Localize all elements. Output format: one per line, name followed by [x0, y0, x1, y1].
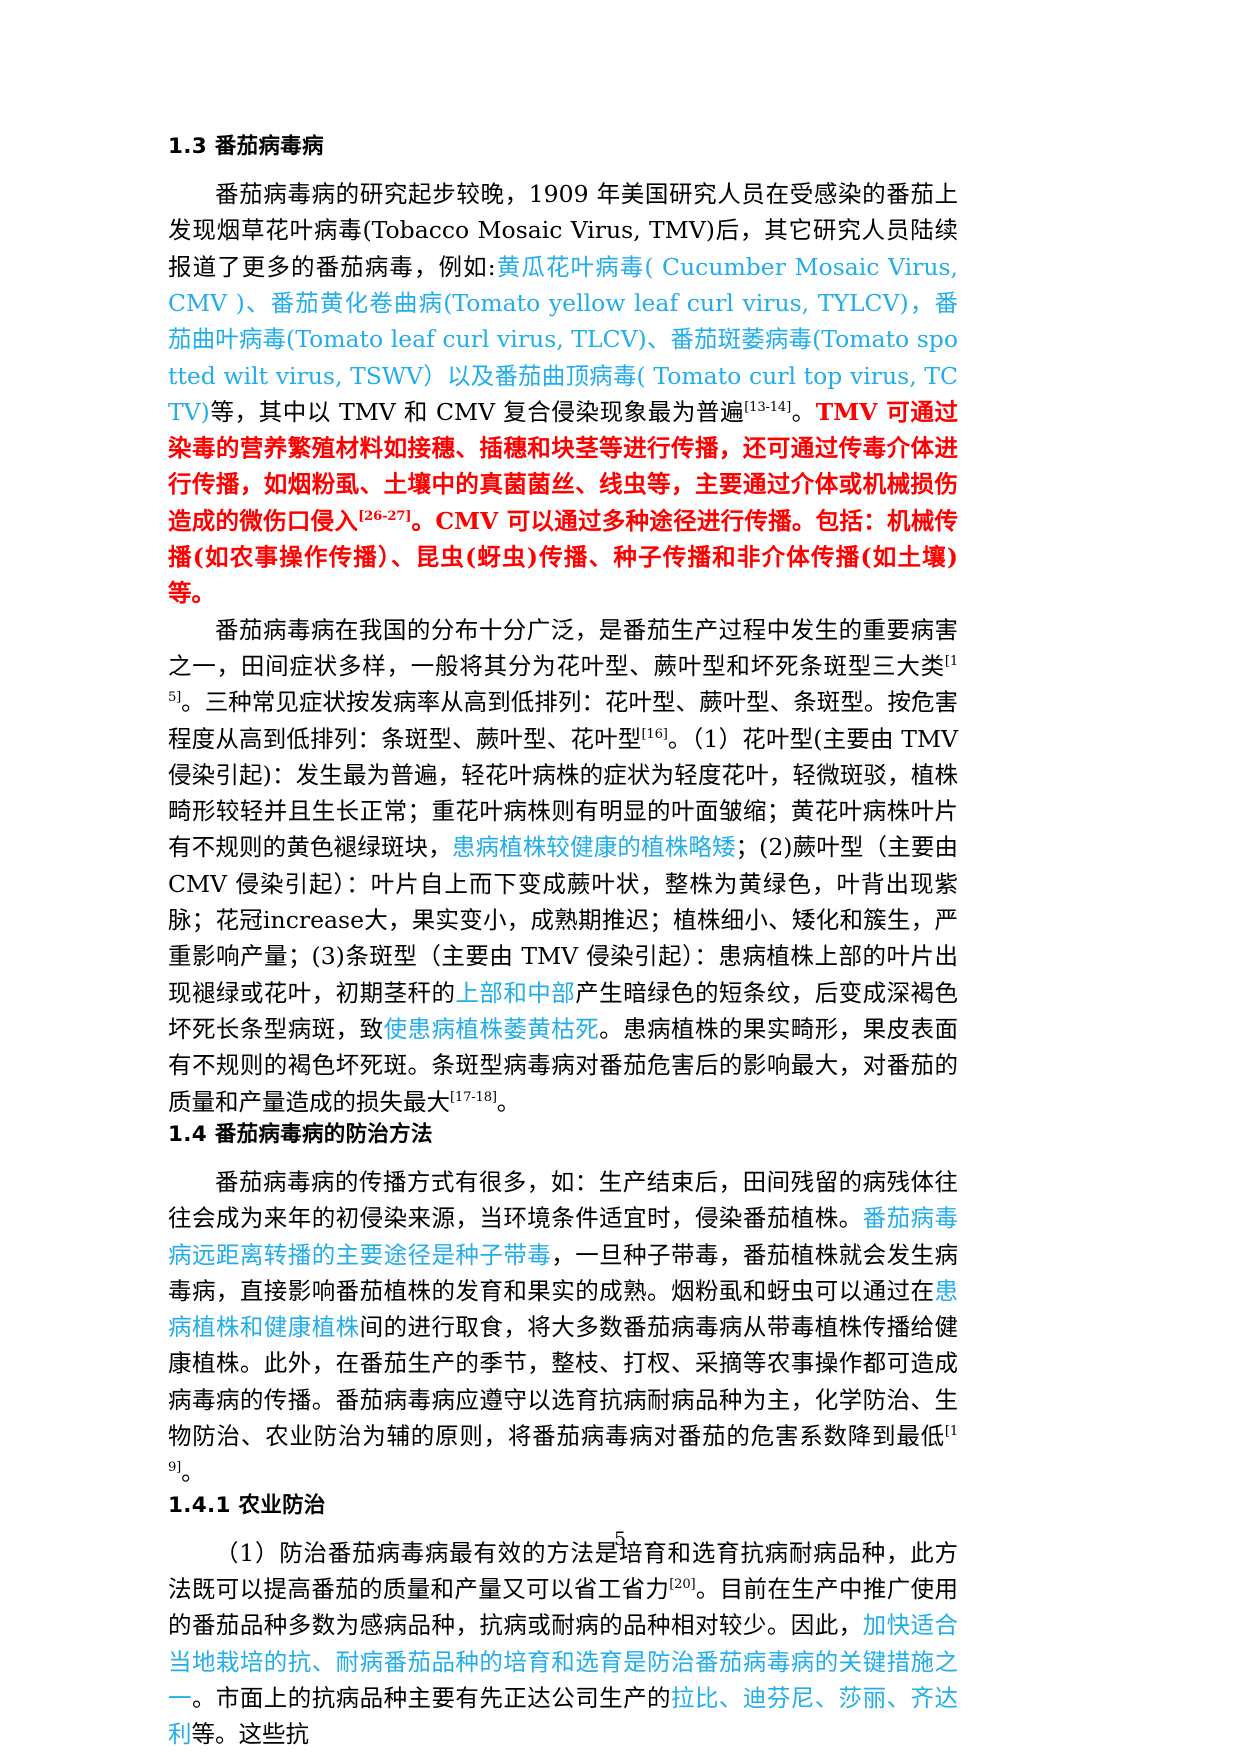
citation-ref-13-14: [13-14] — [744, 400, 792, 416]
text-run-cultivars: 。目前在生产中推广使用的番茄品种多数为感病品种，抗病或耐病的品种相对较少。因此， — [168, 1574, 959, 1640]
text-run-fruit-damage: 。患病植株的果实畸形，果皮表面有不规则的褐色坏死斑。条斑型病毒病对番茄危害后的影… — [168, 1014, 958, 1116]
citation-ref-15: [15] — [168, 654, 958, 706]
text-run-blue-local-breeding: 加快适合当地栽培的抗、耐病番茄品种的培育和选育是防治番茄病毒病的关键措施之一 — [168, 1611, 958, 1712]
text-run-end-period: 。 — [496, 1087, 521, 1116]
page-content: 1.3 番茄病毒病 番茄病毒病的研究起步较晚，1909 年美国研究人员在受感染的… — [168, 132, 958, 1752]
text-run-blue-upper-middle: 上部和中部 — [455, 978, 576, 1007]
text-run-symptom-order: 。三种常见症状按发病率从高到低排列：花叶型、蕨叶型、条斑型。按危害程度从高到低排… — [168, 688, 958, 753]
heading-1-4-1: 1.4.1 农业防治 — [168, 1492, 326, 1518]
text-run-blue-seed-borne: 番茄病毒病远距离转播的主要途径是种子带毒 — [168, 1204, 958, 1269]
text-run-breeding: （1）防治番茄病毒病最有效的方法是培育和选育抗病耐病品种，此方法既可以提高番茄的… — [168, 1538, 958, 1603]
text-run-blue-diseased-healthy: 患病植株和健康植株 — [168, 1276, 958, 1342]
text-run-fern-type: ；(2)蕨叶型（主要由 CMV 侵染引起）：叶片自上而下变成蕨叶状，整株为黄绿色… — [168, 833, 959, 1007]
text-run-market: 。市面上的抗病品种主要有先正达公司生产的 — [191, 1683, 672, 1712]
text-run-blue-wilting: 使患病植株萎黄枯死 — [383, 1014, 600, 1043]
paragraph-1-4-1-1: （1）防治番茄病毒病最有效的方法是培育和选育抗病耐病品种，此方法既可以提高番茄的… — [168, 1535, 958, 1753]
text-run-transmission: 番茄病毒病的传播方式有很多，如：生产结束后，田间残留的病残体往往会成为来年的初侵… — [168, 1167, 958, 1233]
text-run-blue-virus-list: 黄瓜花叶病毒( Cucumber Mosaic Virus, CMV )、番茄黄… — [168, 252, 958, 426]
text-run-dist: 番茄病毒病在我国的分布十分广泛，是番茄生产过程中发生的重要病害之一，田间症状多样… — [168, 615, 958, 680]
text-run-period-19: 。 — [181, 1458, 205, 1487]
text-run-seed-effect: ，一旦种子带毒，番茄植株就会发生病毒病，直接影响番茄植株的发育和果实的成熟。烟粉… — [168, 1240, 958, 1305]
paragraph-1-3-2: 番茄病毒病在我国的分布十分广泛，是番茄生产过程中发生的重要病害之一，田间症状多样… — [168, 612, 958, 1120]
paragraph-1-3-1: 番茄病毒病的研究起步较晚，1909 年美国研究人员在受感染的番茄上发现烟草花叶病… — [168, 176, 958, 612]
citation-ref-16: [16] — [641, 726, 668, 742]
text-run-black-3: 。 — [791, 397, 816, 426]
heading-1-3: 1.3 番茄病毒病 — [168, 134, 324, 159]
paragraph-1-4-1: 番茄病毒病的传播方式有很多，如：生产结束后，田间残留的病残体往往会成为来年的初侵… — [168, 1164, 958, 1491]
citation-ref-17-18: [17-18] — [450, 1089, 497, 1105]
text-run-mosaic-type: 。（1）花叶型(主要由 TMV 侵染引起)：发生最为普遍，轻花叶病株的症状为轻度… — [168, 724, 959, 862]
text-run-red-cmv: 。CMV 可以通过多种途径进行传播。包括：机械传播(如农事操作传播）、昆虫(蚜虫… — [168, 506, 959, 608]
text-run-blue-shorter-plant: 患病植株较健康的植株略矮 — [451, 833, 736, 862]
text-run-red-tmv: TMV 可通过染毒的营养繁殖材料如接穗、插穗和块茎等进行传播，还可通过传毒介体进… — [168, 397, 958, 535]
heading-1-4: 1.4 番茄病毒病的防治方法 — [168, 1121, 433, 1147]
text-run-streak-type: 产生暗绿色的短条纹，后变成深褐色坏死长条型病斑，致 — [168, 978, 958, 1043]
text-run-trailing: 等。这些抗 — [191, 1720, 310, 1749]
page-number: 5 — [613, 1528, 627, 1550]
text-run-black-2: 等，其中以 TMV 和 CMV 复合侵染现象最为普遍 — [209, 397, 745, 426]
citation-ref-20: [20] — [669, 1577, 696, 1593]
text-run-feeding: 间的进行取食，将大多数番茄病毒病从带毒植株传播给健康植株。此外，在番茄生产的季节… — [168, 1313, 958, 1450]
citation-ref-19: [19] — [168, 1424, 958, 1476]
text-run-blue-varieties: 拉比、迪芬尼、莎丽、齐达利 — [168, 1683, 958, 1749]
citation-ref-26-27: [26-27] — [358, 508, 412, 524]
text-run-black: 番茄病毒病的研究起步较晚，1909 年美国研究人员在受感染的番茄上发现烟草花叶病… — [168, 180, 958, 281]
